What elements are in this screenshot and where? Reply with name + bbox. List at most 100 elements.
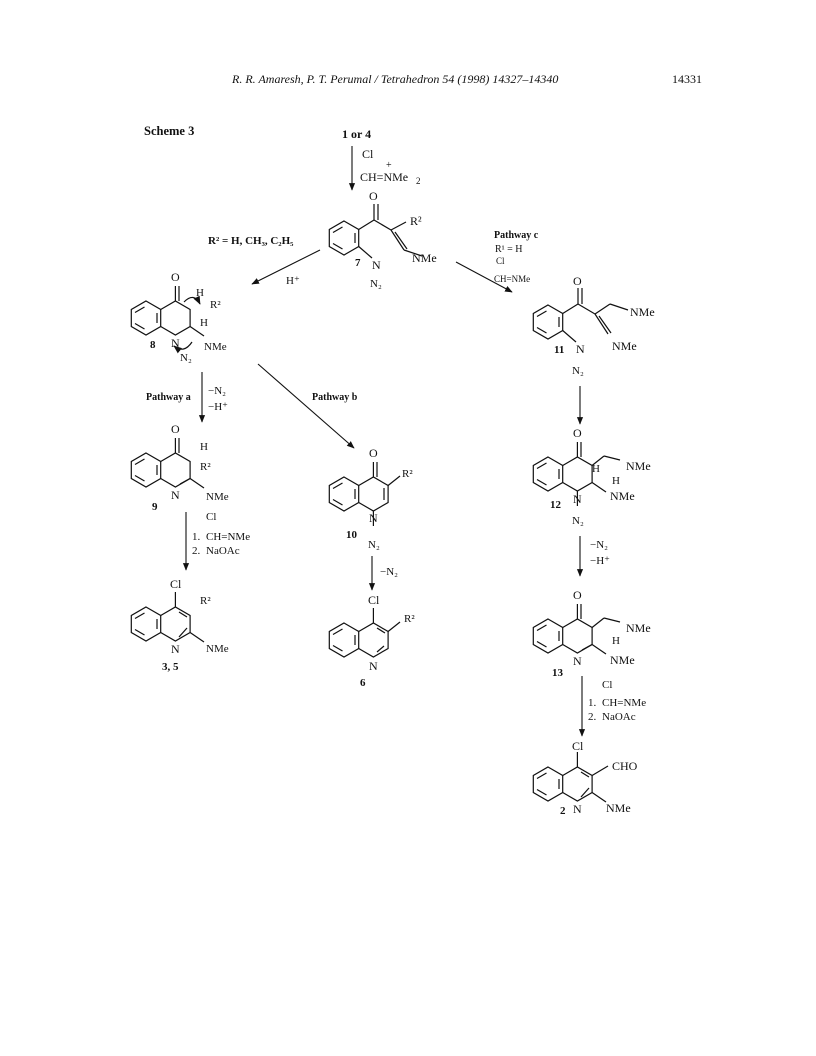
c7-nme2: NMe	[412, 251, 437, 265]
c2-n: N	[573, 802, 582, 816]
c13-n: N	[573, 654, 582, 668]
c11-n2: N₂	[572, 365, 584, 377]
c12-nme2a: NMe	[626, 459, 651, 473]
c13-reagent-ch: CH=NMe	[602, 697, 646, 709]
compound-10	[328, 462, 401, 526]
cond-hplus: H⁺	[286, 275, 300, 287]
c12-h2: H	[612, 475, 620, 487]
pathway-c: Pathway c	[494, 230, 539, 241]
c8-h2: H	[200, 317, 208, 329]
c9-o: O	[171, 422, 180, 436]
c8-num: 8	[150, 339, 156, 351]
c7-r2: R²	[410, 214, 422, 228]
c8-n: N	[171, 336, 180, 350]
c8-o: O	[171, 270, 180, 284]
c12-num: 12	[550, 499, 562, 511]
running-header: R. R. Amaresh, P. T. Perumal / Tetrahedr…	[232, 72, 559, 86]
c7-n: N	[372, 258, 381, 272]
pathway-b: Pathway b	[312, 392, 358, 403]
c13-nme2a: NMe	[626, 621, 651, 635]
scheme-title: Scheme 3	[144, 124, 195, 138]
c2-nme2: NMe	[606, 801, 631, 815]
c2-cho: CHO	[612, 759, 638, 773]
compound-8	[130, 286, 205, 354]
c2-num: 2	[560, 805, 566, 817]
c35-cl: Cl	[170, 577, 182, 591]
c11-n: N	[576, 342, 585, 356]
c12-h1: H	[592, 463, 600, 475]
c7-o: O	[369, 189, 378, 203]
compound-11	[532, 288, 629, 343]
compound-6	[328, 608, 401, 658]
pathway-c-ch: CH=NMe	[494, 274, 530, 284]
c13-o: O	[573, 588, 582, 602]
compound-7	[328, 204, 423, 259]
c9-h: H	[200, 441, 208, 453]
c8-n2: N₂	[180, 352, 192, 364]
c13-nme2b: NMe	[610, 653, 635, 667]
c8-nme2: NMe	[204, 341, 227, 353]
c12-n: N	[573, 492, 582, 506]
c11-num: 11	[554, 344, 564, 356]
compound-12	[532, 442, 621, 506]
pathway-c-r1: R¹ = H	[495, 244, 523, 255]
compound-2	[532, 752, 609, 803]
c10-o: O	[369, 446, 378, 460]
c11-nme2a: NMe	[630, 305, 655, 319]
c8-h1: H	[196, 287, 204, 299]
c9-n: N	[171, 488, 180, 502]
c2-cl: Cl	[572, 739, 584, 753]
c9-num: 9	[152, 501, 158, 513]
c7-n2: N₂	[370, 278, 382, 290]
c6-r2: R²	[404, 613, 415, 625]
label-start: 1 or 4	[342, 127, 371, 141]
c9-step2: 2.	[192, 545, 201, 557]
pathway-a: Pathway a	[146, 392, 191, 403]
c9-r2: R²	[200, 461, 211, 473]
c8-r2: R²	[210, 299, 221, 311]
c35-n: N	[171, 642, 180, 656]
c12-n2: N₂	[572, 515, 584, 527]
c12-minus-h: −H⁺	[590, 555, 610, 567]
compound-3-5	[130, 592, 205, 643]
pathway-a-h: −H⁺	[208, 401, 228, 413]
reagent-plus: +	[386, 160, 392, 171]
c11-nme2b: NMe	[612, 339, 637, 353]
pathway-c-cl: Cl	[496, 256, 505, 266]
c10-n2: N₂	[368, 539, 380, 551]
c13-reagent-cl: Cl	[602, 679, 612, 691]
c12-minus-n2: −N₂	[590, 539, 608, 551]
compound-13	[532, 604, 621, 655]
c9-step1: 1.	[192, 531, 201, 543]
c10-n: N	[369, 511, 378, 525]
c9-reagent-cl: Cl	[206, 511, 216, 523]
c35-r2: R²	[200, 595, 211, 607]
c6-n: N	[369, 659, 378, 673]
c10-r2: R²	[402, 468, 413, 480]
reagent-cl: Cl	[362, 147, 374, 161]
c13-step2: 2.	[588, 711, 597, 723]
pathway-a-n2: −N₂	[208, 385, 226, 397]
cond-r2: R² = H, CH₃, C₂H₅	[208, 235, 294, 247]
c13-naoac: NaOAc	[602, 711, 636, 723]
c35-num: 3, 5	[162, 661, 179, 673]
c9-nme2: NMe	[206, 491, 229, 503]
c35-nme2: NMe	[206, 643, 229, 655]
c10-num: 10	[346, 529, 358, 541]
c12-o: O	[573, 426, 582, 440]
page-number: 14331	[672, 72, 702, 86]
reagent-sub2: 2	[416, 176, 421, 186]
c13-num: 13	[552, 667, 564, 679]
c12-nme2b: NMe	[610, 489, 635, 503]
c6-cl: Cl	[368, 593, 380, 607]
c13-step1: 1.	[588, 697, 597, 709]
c11-o: O	[573, 274, 582, 288]
c7-num: 7	[355, 257, 361, 269]
reagent-ch: CH=NMe	[360, 170, 408, 184]
c9-naoac: NaOAc	[206, 545, 240, 557]
compound-9	[130, 438, 205, 489]
c9-reagent-ch: CH=NMe	[206, 531, 250, 543]
c6-num: 6	[360, 677, 366, 689]
c10-minus-n2: −N₂	[380, 566, 398, 578]
